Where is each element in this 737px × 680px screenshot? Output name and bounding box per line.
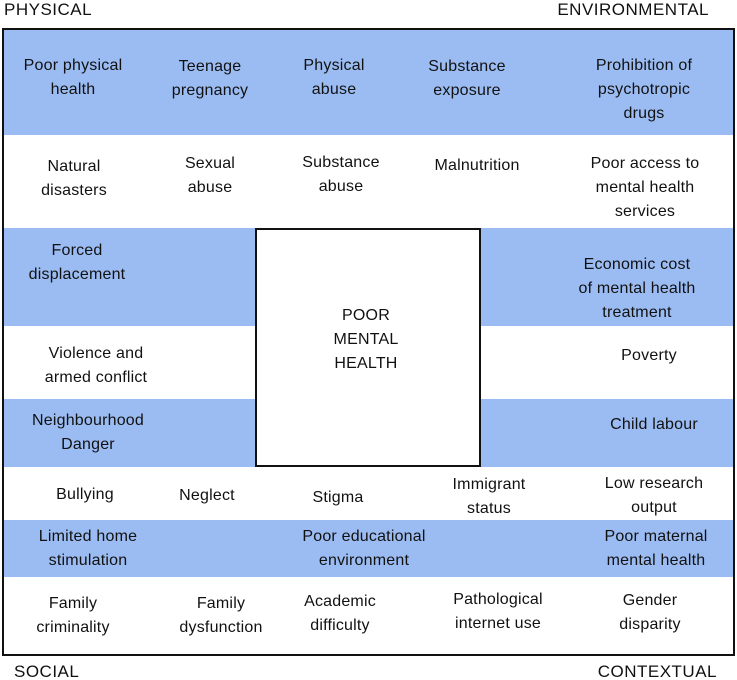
factor: Family criminality bbox=[36, 595, 110, 636]
factor: Immigrant status bbox=[452, 476, 526, 517]
center-box bbox=[255, 228, 481, 467]
factor: Natural disasters bbox=[41, 158, 107, 199]
label-contextual: CONTEXTUAL bbox=[597, 662, 717, 680]
factor: Poor maternal mental health bbox=[604, 528, 708, 569]
factor: Poor access to mental health services bbox=[590, 155, 700, 220]
factor: Poor educational environment bbox=[302, 528, 426, 569]
factor: Family dysfunction bbox=[179, 595, 263, 636]
factor: Prohibition of psychotropic drugs bbox=[595, 57, 693, 122]
factor: Sexual abuse bbox=[184, 155, 236, 196]
band bbox=[4, 520, 733, 577]
factor: Low research output bbox=[604, 475, 704, 516]
outer-frame bbox=[2, 28, 735, 656]
factor: Gender disparity bbox=[619, 592, 681, 633]
factor: Forced displacement bbox=[28, 242, 126, 283]
factor: Poverty bbox=[621, 347, 677, 364]
band bbox=[4, 30, 733, 135]
factor: Neighbourhood Danger bbox=[31, 412, 145, 453]
center-label: POOR MENTAL HEALTH bbox=[333, 307, 399, 372]
label-environmental: ENVIRONMENTAL bbox=[557, 0, 709, 19]
factor: Academic difficulty bbox=[304, 593, 376, 634]
factor: Malnutrition bbox=[434, 157, 520, 174]
factor: Substance exposure bbox=[428, 58, 506, 99]
factor: Physical abuse bbox=[303, 57, 365, 98]
factor: Child labour bbox=[610, 416, 698, 433]
factor: Teenage pregnancy bbox=[171, 58, 249, 99]
factor: Poor physical health bbox=[23, 57, 123, 98]
factor: Violence and armed conflict bbox=[44, 345, 148, 386]
factor: Substance abuse bbox=[302, 154, 380, 195]
label-social: SOCIAL bbox=[14, 662, 80, 680]
factor: Economic cost of mental health treatment bbox=[578, 256, 696, 321]
factor: Limited home stimulation bbox=[38, 528, 138, 569]
factor: Stigma bbox=[312, 489, 364, 506]
factor: Bullying bbox=[56, 486, 114, 503]
factor: Pathological internet use bbox=[453, 591, 543, 632]
label-physical: PHYSICAL bbox=[4, 0, 93, 19]
factor: Neglect bbox=[179, 487, 235, 504]
